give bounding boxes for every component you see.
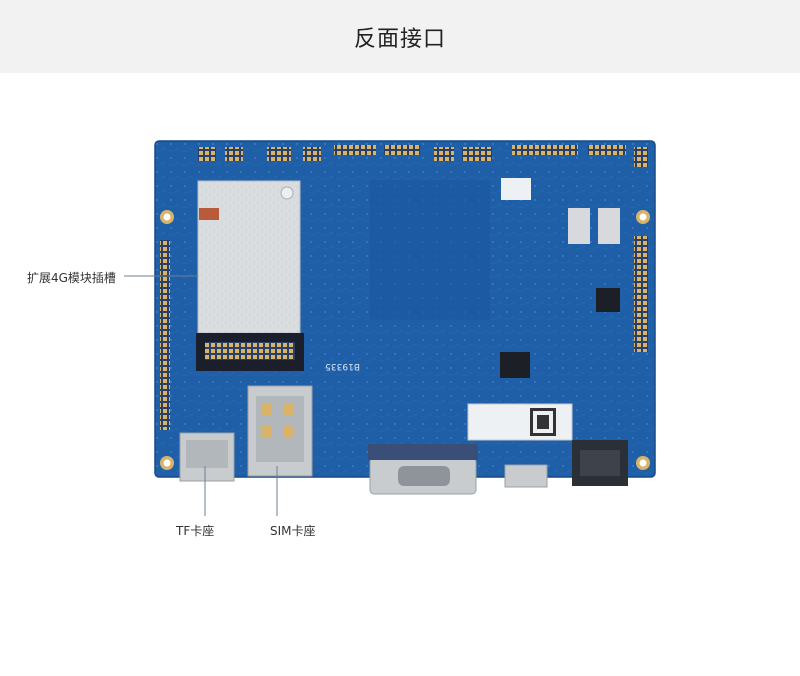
vga-connector (368, 444, 478, 495)
mounting-holes (160, 210, 650, 470)
page-header: 反面接口 (0, 0, 800, 73)
callout-sim-slot: SIM卡座 (270, 524, 316, 538)
right-pin-strip (634, 236, 648, 352)
regulator (598, 208, 620, 244)
regulator (568, 208, 590, 244)
top-headers (198, 145, 648, 167)
product-label (467, 403, 573, 441)
callout-4g-slot: 扩展4G模块插槽 (27, 271, 116, 285)
cpu-area (370, 180, 490, 320)
callout-tf-slot: TF卡座 (176, 524, 215, 538)
wifi-label (501, 178, 531, 200)
chip (596, 288, 620, 312)
sim-slot (247, 385, 313, 477)
tf-slot (179, 432, 235, 482)
silkscreen-code: B19335 (325, 361, 360, 371)
chip (500, 352, 530, 378)
page-title: 反面接口 (353, 26, 446, 52)
callout-lines (124, 275, 278, 516)
usb-connector (504, 464, 548, 488)
4g-module (196, 180, 304, 371)
left-pin-strip (160, 240, 170, 430)
